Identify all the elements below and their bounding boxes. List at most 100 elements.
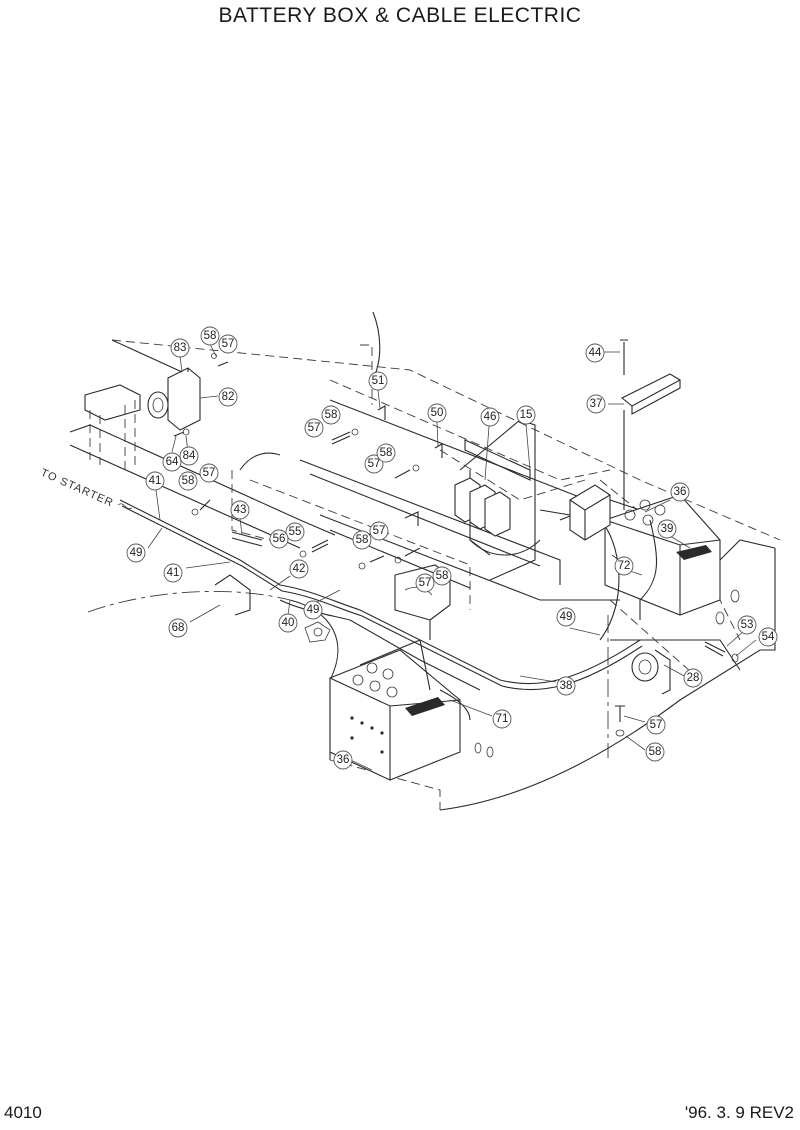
svg-text:58: 58 xyxy=(204,330,217,342)
callout-balloon: 58 xyxy=(178,471,198,491)
callout-balloon: 83 xyxy=(170,338,190,358)
to-starter-note: TO STARTER xyxy=(39,467,116,510)
callout-balloon: 56 xyxy=(269,529,289,549)
svg-text:57: 57 xyxy=(368,458,381,470)
battery-right xyxy=(604,494,721,616)
callout-balloon: 49 xyxy=(556,607,576,627)
callout-balloon: 57 xyxy=(304,418,324,438)
fastener-groups xyxy=(173,353,443,570)
svg-text:64: 64 xyxy=(166,456,179,468)
callout-balloon: 46 xyxy=(480,407,500,427)
callout-balloon: 57 xyxy=(199,463,219,483)
svg-text:72: 72 xyxy=(618,560,631,572)
svg-text:83: 83 xyxy=(174,342,187,354)
revision-date: '96. 3. 9 REV2 xyxy=(684,1103,794,1122)
svg-text:37: 37 xyxy=(590,398,603,410)
svg-text:57: 57 xyxy=(222,338,235,350)
svg-text:57: 57 xyxy=(650,719,663,731)
svg-text:38: 38 xyxy=(560,680,573,692)
svg-text:58: 58 xyxy=(649,746,662,758)
callout-balloons: 83 58 57 82 64 84 51 58 57 50 46 15 57 5… xyxy=(126,326,778,770)
svg-text:39: 39 xyxy=(661,523,674,535)
callout-balloon: 68 xyxy=(168,618,188,638)
svg-text:82: 82 xyxy=(222,391,235,403)
callout-balloon: 50 xyxy=(427,403,447,423)
svg-text:41: 41 xyxy=(149,475,162,487)
svg-text:58: 58 xyxy=(356,534,369,546)
svg-text:42: 42 xyxy=(293,563,306,575)
callout-balloon: 54 xyxy=(758,627,778,647)
svg-text:84: 84 xyxy=(183,450,196,462)
svg-text:71: 71 xyxy=(496,713,509,725)
callout-balloon: 57 xyxy=(218,334,238,354)
callout-balloon: 41 xyxy=(163,563,183,583)
callout-balloon: 15 xyxy=(516,405,536,425)
callout-balloon: 57 xyxy=(415,573,435,593)
svg-text:41: 41 xyxy=(167,567,180,579)
callout-balloon: 38 xyxy=(556,676,576,696)
switch-box xyxy=(569,484,611,541)
svg-text:58: 58 xyxy=(182,475,195,487)
svg-text:46: 46 xyxy=(484,411,497,423)
callout-balloon: 28 xyxy=(683,668,703,688)
relay-bank xyxy=(454,439,531,537)
svg-text:56: 56 xyxy=(273,533,286,545)
callout-balloon: 71 xyxy=(492,709,512,729)
callout-balloon: 58 xyxy=(352,530,372,550)
svg-text:43: 43 xyxy=(234,504,247,516)
svg-text:28: 28 xyxy=(687,672,700,684)
callout-balloon: 49 xyxy=(126,543,146,563)
svg-text:68: 68 xyxy=(172,622,185,634)
callout-balloon: 58 xyxy=(200,326,220,346)
svg-text:57: 57 xyxy=(419,577,432,589)
svg-text:54: 54 xyxy=(762,631,775,643)
callout-balloon: 40 xyxy=(278,613,298,633)
svg-text:57: 57 xyxy=(308,422,321,434)
starter-switch-assembly xyxy=(111,339,201,431)
page-title: BATTERY BOX & CABLE ELECTRIC xyxy=(218,4,582,27)
callout-balloon: 55 xyxy=(285,522,305,542)
callout-balloon: 44 xyxy=(585,343,605,363)
callout-balloon: 58 xyxy=(645,742,665,762)
svg-text:40: 40 xyxy=(282,617,295,629)
svg-text:51: 51 xyxy=(372,375,385,387)
callout-balloon: 36 xyxy=(333,750,353,770)
svg-text:49: 49 xyxy=(560,611,573,623)
side-bolt xyxy=(704,641,739,663)
callout-balloon: 84 xyxy=(179,446,199,466)
callout-balloon: 57 xyxy=(646,715,666,735)
callout-balloon: 72 xyxy=(614,556,634,576)
lower-bolt xyxy=(607,615,625,758)
svg-text:50: 50 xyxy=(431,407,444,419)
callout-balloon: 57 xyxy=(364,454,384,474)
callout-balloon: 57 xyxy=(369,521,389,541)
callout-balloon: 42 xyxy=(289,559,309,579)
callout-balloon: 82 xyxy=(218,387,238,407)
callout-balloon: 64 xyxy=(162,452,182,472)
horn xyxy=(631,649,671,695)
callout-balloon: 51 xyxy=(368,371,388,391)
callout-balloon: 39 xyxy=(657,519,677,539)
hold-down-bar xyxy=(620,339,682,510)
callout-balloon: 58 xyxy=(432,566,452,586)
callout-balloon: 53 xyxy=(737,615,757,635)
callout-balloon: 36 xyxy=(670,482,690,502)
svg-text:49: 49 xyxy=(130,547,143,559)
svg-text:53: 53 xyxy=(741,619,754,631)
svg-text:55: 55 xyxy=(289,526,302,538)
svg-text:57: 57 xyxy=(203,467,216,479)
svg-text:58: 58 xyxy=(325,409,338,421)
callout-balloon: 58 xyxy=(321,405,341,425)
svg-text:58: 58 xyxy=(436,570,449,582)
svg-text:15: 15 xyxy=(520,409,533,421)
svg-text:57: 57 xyxy=(373,525,386,537)
svg-text:58: 58 xyxy=(380,447,393,459)
callout-balloon: 41 xyxy=(145,471,165,491)
battery-left xyxy=(329,639,461,781)
callout-balloon: 37 xyxy=(586,394,606,414)
svg-text:49: 49 xyxy=(307,604,320,616)
svg-text:44: 44 xyxy=(589,347,602,359)
callout-balloon: 43 xyxy=(230,500,250,520)
callout-balloon: 49 xyxy=(303,600,323,620)
